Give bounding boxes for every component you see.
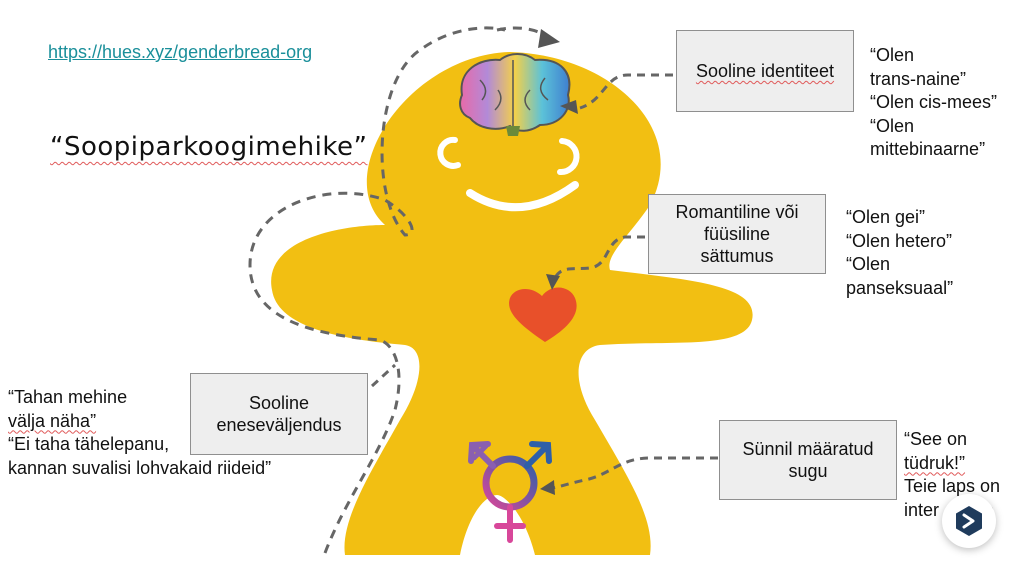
quote-line: trans-naine” xyxy=(870,68,967,89)
quote-line: kannan suvalisi lohvakaid riideid” xyxy=(8,457,272,478)
sex-box-line: Sünnil määratud xyxy=(742,439,874,459)
quote-line: “Olen xyxy=(846,254,891,274)
attraction-box-line: füüsiline xyxy=(703,224,771,244)
outline-arrowhead xyxy=(538,29,560,48)
left-eye xyxy=(437,136,461,169)
expression-box-line: eneseväljendus xyxy=(216,415,342,435)
identity-arrowhead xyxy=(560,100,578,114)
identity-box-label: Sooline identiteet xyxy=(695,61,835,81)
expression-box: Sooline eneseväljendus xyxy=(190,373,368,455)
app-logo-icon xyxy=(956,506,982,536)
heart-icon xyxy=(509,287,577,342)
attraction-arrowhead xyxy=(546,274,560,290)
transgender-symbol-icon xyxy=(468,441,552,543)
right-eye xyxy=(557,138,580,176)
expression-connector xyxy=(370,363,397,388)
attraction-box-line: Romantiline või xyxy=(675,202,799,222)
brain-icon xyxy=(459,53,571,136)
quote-line: panseksuaal” xyxy=(846,277,954,298)
quote-line: “Olen cis-mees” xyxy=(870,92,998,112)
quote-line: Teie laps on xyxy=(904,476,1001,496)
sex-box-line: sugu xyxy=(788,461,828,481)
sex-arrowhead xyxy=(540,480,555,495)
identity-connector xyxy=(579,73,673,110)
attraction-quotes: “Olen gei” “Olen hetero” “Olen panseksua… xyxy=(846,206,953,300)
dashed-outline xyxy=(248,26,506,554)
identity-quotes: “Olen trans-naine” “Olen cis-mees” “Olen… xyxy=(870,44,997,162)
attraction-box: Romantiline või füüsiline sättumus xyxy=(648,194,826,274)
quote-line: “Olen xyxy=(870,115,915,136)
expression-quotes: “Tahan mehine välja näha” “Ei taha tähel… xyxy=(8,386,271,480)
quote-line: “Olen hetero” xyxy=(846,230,953,251)
page-title: “Soopiparkoogimehike” xyxy=(50,132,368,162)
quote-line: “Olen xyxy=(870,45,915,65)
quote-line: “Tahan mehine xyxy=(8,387,128,407)
quote-line: “Ei taha tähelepanu, xyxy=(8,434,170,454)
genderbread-link[interactable]: https://hues.xyz/genderbread-org xyxy=(48,42,313,62)
quote-line: “See on xyxy=(904,429,968,449)
quote-line: mittebinaarne” xyxy=(870,139,986,159)
attraction-connector xyxy=(551,235,645,283)
smile xyxy=(466,181,579,212)
identity-box: Sooline identiteet xyxy=(676,30,854,112)
sex-box: Sünnil määratud sugu xyxy=(719,420,897,500)
quote-line: tüdruk!” xyxy=(904,452,966,473)
expression-box-line: Sooline xyxy=(248,393,310,413)
quote-line: välja näha” xyxy=(8,410,97,431)
app-launcher-button[interactable] xyxy=(942,494,996,548)
attraction-box-line: sättumus xyxy=(700,246,774,266)
quote-line: “Olen gei” xyxy=(846,207,926,227)
